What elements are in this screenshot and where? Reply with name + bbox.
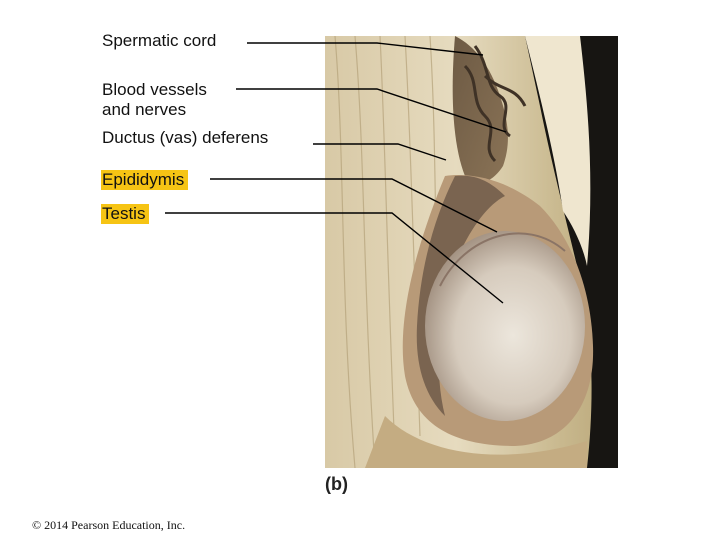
label-blood-vessels-line1: Blood vessels: [102, 80, 207, 99]
fibrous-strands: [334, 36, 438, 468]
testis-edge: [439, 232, 566, 287]
tunica-sheet: [525, 36, 591, 266]
cord-vessels: [463, 45, 527, 163]
dark-background-region: [525, 36, 618, 468]
lower-tissue: [365, 416, 587, 468]
epididymis-structure: [416, 175, 505, 416]
leader-epididymis: [210, 178, 498, 233]
label-epididymis: Epididymis: [101, 170, 189, 190]
anatomy-photo: [325, 36, 618, 468]
testis-structure: [425, 231, 585, 421]
label-spermatic-cord: Spermatic cord: [102, 31, 217, 50]
panel-label: (b): [325, 474, 348, 494]
label-blood-vessels-nerves: Blood vessels and nerves: [102, 80, 207, 120]
label-testis: Testis: [101, 204, 150, 224]
copyright-notice: © 2014 Pearson Education, Inc.: [32, 518, 186, 532]
leader-blood-vessels: [236, 88, 507, 133]
leader-testis: [165, 212, 504, 304]
anatomy-photo-drawing: [325, 36, 618, 468]
label-blood-vessels-line2: and nerves: [102, 100, 187, 119]
leader-ductus-deferens: [313, 143, 447, 161]
label-ductus-deferens: Ductus (vas) deferens: [102, 128, 269, 147]
leader-spermatic-cord: [247, 42, 484, 56]
